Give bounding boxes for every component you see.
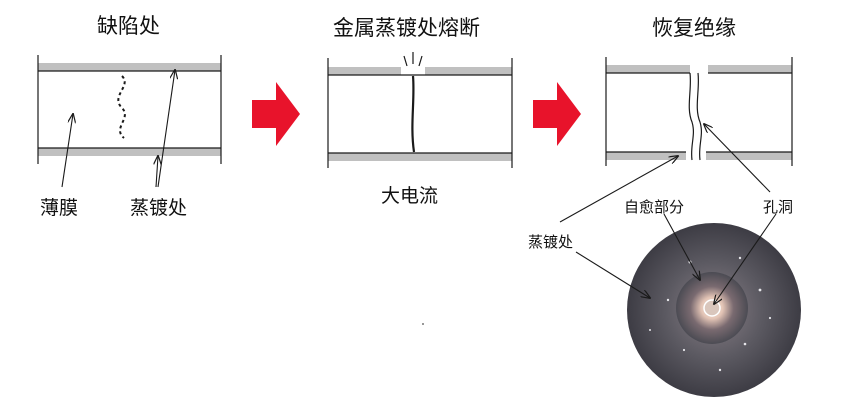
panel-defect — [37, 55, 222, 188]
top-deposition-layer — [38, 63, 221, 71]
stray-dot — [422, 323, 424, 325]
defect-crack — [117, 75, 126, 139]
top-deposition-right — [425, 67, 512, 75]
high-current-label: 大电流 — [381, 185, 439, 207]
hole-pointer-top — [704, 124, 771, 193]
bottom-deposition-left — [606, 152, 686, 160]
bottom-deposition-layer — [328, 153, 512, 161]
stage-2-title: 金属蒸镀处熔断 — [333, 16, 480, 40]
film-pointer — [61, 114, 73, 188]
healed-hole-right — [696, 72, 703, 161]
self-healing-pointer — [663, 213, 700, 280]
top-deposition-right — [708, 65, 792, 73]
top-deposition-left — [328, 67, 401, 75]
healed-hole-left — [688, 72, 695, 161]
film-label: 薄膜 — [40, 197, 79, 219]
top-deposition-left — [606, 65, 690, 73]
hole-core — [703, 299, 721, 317]
deposition-label-3: 蒸镀处 — [528, 233, 574, 251]
deposition-pointer-3b — [575, 251, 650, 298]
current-path — [411, 75, 416, 153]
bottom-deposition-right — [706, 152, 792, 160]
panel-fusing — [327, 52, 513, 168]
transition-arrow-2 — [533, 82, 581, 146]
sparkle-dots — [649, 256, 772, 372]
spark-marks — [403, 52, 423, 67]
bottom-deposition-layer — [38, 148, 221, 156]
deposition-label-1: 蒸镀处 — [130, 197, 188, 219]
self-healing-label: 自愈部分 — [624, 198, 685, 216]
stage-3-title: 恢复绝缘 — [652, 16, 736, 40]
deposition-pointer-3a — [559, 156, 678, 223]
hole-pointer-bottom — [714, 213, 777, 304]
deposition-pointer-1b — [157, 70, 175, 188]
deposition-pointer-1a — [156, 156, 158, 188]
panel-restored — [605, 57, 793, 166]
stage-1-title: 缺陷处 — [97, 14, 160, 38]
micrograph — [627, 223, 801, 397]
transition-arrow-1 — [252, 82, 300, 146]
hole-label: 孔洞 — [763, 198, 794, 216]
